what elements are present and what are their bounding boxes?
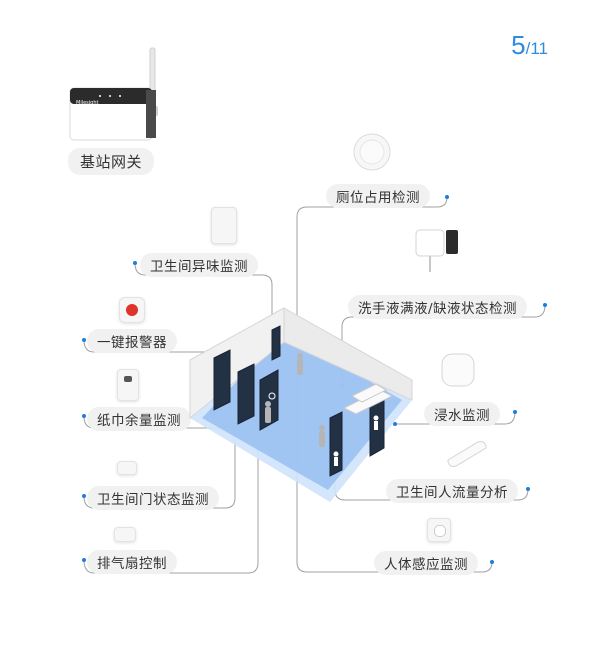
tissue-sensor-illustration (117, 369, 139, 401)
sos-button-illustration (119, 297, 145, 323)
presence-sensor-illustration (427, 518, 451, 542)
page-total: /11 (525, 39, 548, 58)
occupancy-sensor-illustration (353, 133, 391, 171)
label-toilet-occupancy: 厕位占用检测 (326, 184, 430, 208)
soap-sensor-illustration (415, 229, 458, 272)
label-sos: 一键报警器 (87, 329, 177, 353)
leak-sensor-illustration (441, 353, 475, 387)
gateway-label: 基站网关 (68, 148, 155, 175)
label-door: 卫生间门状态监测 (87, 486, 219, 510)
people-counter-illustration (447, 441, 487, 467)
label-presence: 人体感应监测 (374, 551, 478, 575)
page-current: 5 (511, 30, 526, 60)
gateway-device-illustration (69, 47, 158, 141)
label-odor: 卫生间异味监测 (140, 253, 258, 277)
label-fan: 排气扇控制 (87, 550, 177, 574)
gateway-brand-text: Milesight (76, 100, 99, 106)
restroom-floorplan-illustration (189, 307, 413, 502)
odor-sensor-illustration (211, 207, 237, 244)
label-tissue: 纸巾余量监测 (87, 407, 191, 431)
page-number: 5/11 (511, 30, 548, 61)
label-soap: 洗手液满液/缺液状态检测 (348, 295, 528, 319)
label-leak: 浸水监测 (424, 402, 500, 426)
fan-controller-illustration (114, 527, 136, 542)
label-people-count: 卫生间人流量分析 (386, 479, 518, 503)
door-sensor-illustration (117, 461, 137, 475)
